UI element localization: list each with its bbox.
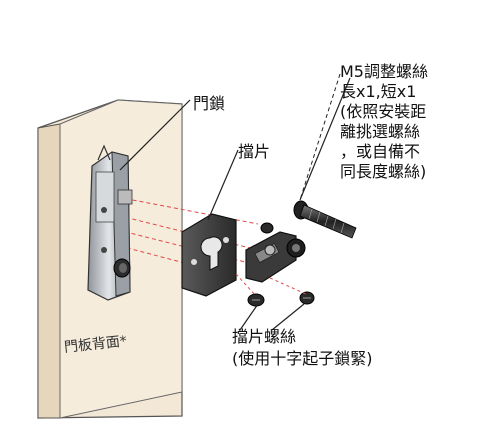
label-door-lock: 門鎖: [193, 94, 226, 113]
screw-spec-line: 同長度螺絲): [340, 162, 427, 181]
plate-screws: [247, 291, 315, 307]
plate-screw-line: 擋片螺絲: [232, 327, 297, 346]
label-plate-screw: 擋片螺絲 (使用十字起子鎖緊): [232, 326, 373, 370]
strike-plate: [181, 213, 237, 297]
screw-spec-line: ，或自備不: [340, 142, 421, 161]
plate-screw-line: (使用十字起子鎖緊): [232, 349, 373, 368]
adjuster-bracket: [245, 222, 306, 283]
screw-spec-dash: [299, 73, 341, 201]
label-screw-spec: M5調整螺絲 長x1,短x1 (依照安裝距 離挑選螺絲 ，或自備不 同長度螺絲): [340, 62, 428, 182]
screw-guides: [235, 273, 307, 297]
screw-spec-line: 長x1,短x1: [340, 82, 417, 101]
label-plate: 擋片: [238, 142, 271, 161]
leader-lines: [119, 77, 351, 331]
door-lock: [87, 144, 133, 301]
screw-spec-line: 離挑選螺絲: [340, 122, 421, 141]
m5-adjustment-screw: [293, 200, 357, 239]
screw-spec-line: (依照安裝距: [340, 102, 427, 121]
screw-spec-line: M5調整螺絲: [340, 62, 428, 81]
